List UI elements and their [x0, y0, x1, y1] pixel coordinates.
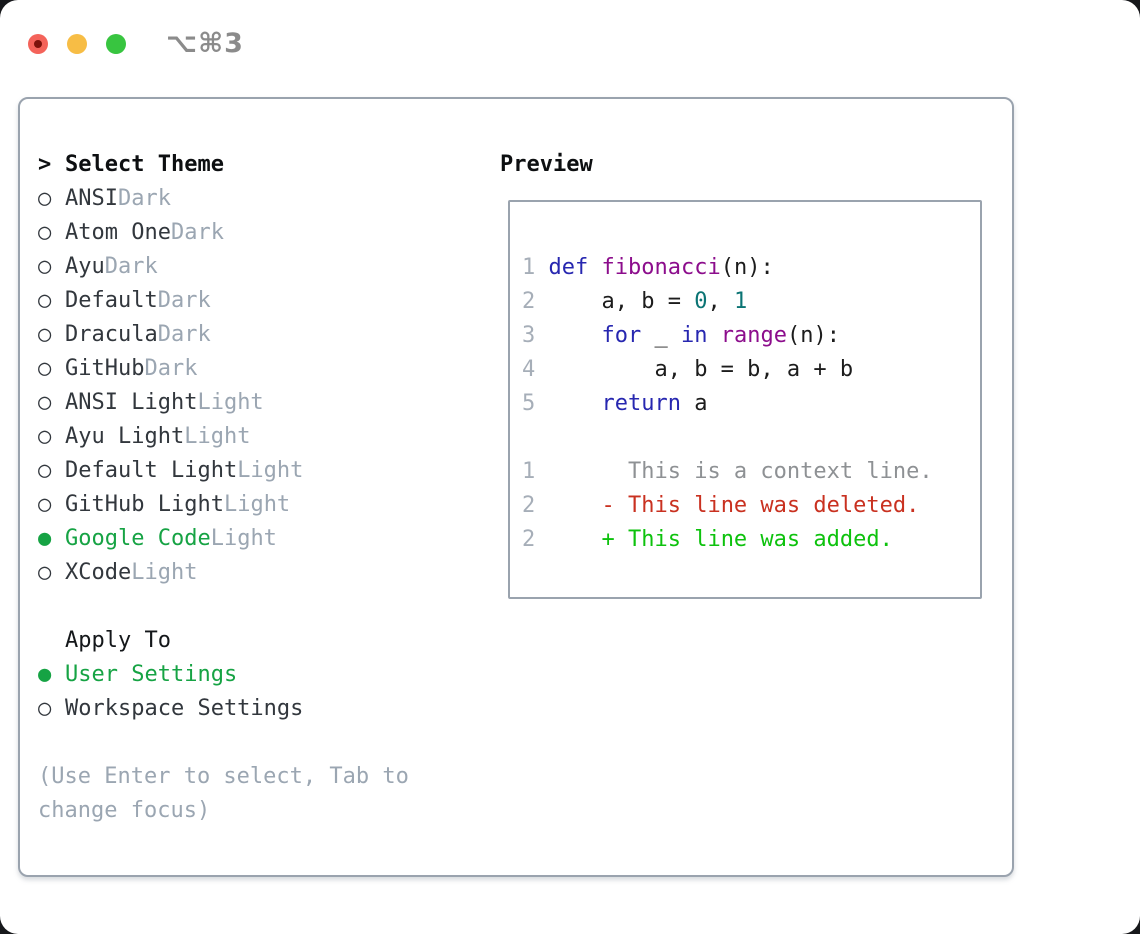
theme-variant: Light [131, 560, 198, 585]
radio-selected-icon: ● [38, 662, 52, 687]
radio-selected-icon: ● [38, 526, 52, 551]
theme-name: ANSI [65, 186, 118, 211]
theme-option-dracula-dark[interactable]: ○ DraculaDark [38, 318, 478, 352]
window-titlebar: ⌥⌘3 [28, 28, 244, 59]
code-line: 4 a, b = b, a + b [522, 357, 854, 382]
theme-name: Ayu [65, 254, 105, 279]
minimize-button[interactable] [67, 33, 87, 54]
theme-name: Dracula [65, 322, 158, 347]
hint-text-line2: change focus) [38, 798, 211, 823]
zoom-button[interactable] [106, 33, 126, 54]
theme-option-ayu-light[interactable]: ○ Ayu LightLight [38, 420, 478, 454]
radio-icon: ○ [38, 492, 52, 517]
select-theme-label: Select Theme [65, 152, 224, 177]
hotkey-label: ⌥⌘3 [166, 28, 244, 59]
theme-name: ANSI Light [65, 390, 198, 415]
theme-variant: Light [223, 492, 291, 517]
theme-option-github-light[interactable]: ○ GitHub LightLight [38, 488, 478, 522]
theme-variant: Dark [117, 186, 171, 211]
theme-name: XCode [65, 560, 132, 585]
theme-name: Ayu Light [65, 424, 185, 449]
theme-option-atom-one-dark[interactable]: ○ Atom OneDark [38, 216, 478, 250]
code-line: 5 return a [522, 391, 708, 416]
theme-option-github-dark[interactable]: ○ GitHubDark [38, 352, 478, 386]
theme-variant: Dark [104, 254, 158, 279]
theme-variant: Light [184, 424, 251, 449]
diff-deleted-line: 2 - This line was deleted. [522, 493, 920, 518]
apply-option-label: Workspace Settings [65, 696, 304, 721]
theme-variant: Light [210, 526, 277, 551]
code-line: 2 a, b = 0, 1 [522, 289, 748, 314]
apply-option-label: User Settings [65, 662, 238, 687]
radio-icon: ○ [38, 424, 52, 449]
theme-name: Google Code [65, 526, 211, 551]
theme-option-google-code-light[interactable]: ● Google CodeLight [38, 522, 478, 556]
preview-pane: 1 def fibonacci(n): 2 a, b = 0, 1 3 for … [508, 200, 982, 599]
radio-icon: ○ [38, 322, 52, 347]
theme-name: GitHub Light [65, 492, 224, 517]
radio-icon: ○ [38, 186, 52, 211]
radio-icon: ○ [38, 390, 52, 415]
theme-option-xcode-light[interactable]: ○ XCodeLight [38, 556, 478, 590]
theme-variant: Light [237, 458, 304, 483]
theme-option-ansi-dark[interactable]: ○ ANSIDark [38, 182, 478, 216]
theme-name: Default [65, 288, 158, 313]
theme-variant: Dark [157, 322, 211, 347]
theme-option-ansi-light[interactable]: ○ ANSI LightLight [38, 386, 478, 420]
theme-variant: Light [197, 390, 264, 415]
radio-icon: ○ [38, 560, 52, 585]
focus-caret-icon: > [38, 152, 52, 177]
theme-picker-panel: >Select Theme ○ANSIDark ○Atom OneDark ○A… [18, 97, 1014, 877]
close-button[interactable] [28, 33, 48, 54]
select-theme-header: > Select Theme [38, 148, 478, 182]
radio-icon: ○ [38, 220, 52, 245]
theme-name: Default Light [65, 458, 238, 483]
diff-context-line: 1 This is a context line. [522, 459, 933, 484]
theme-variant: Dark [157, 288, 211, 313]
theme-option-default-dark[interactable]: ○ DefaultDark [38, 284, 478, 318]
theme-variant: Dark [144, 356, 198, 381]
radio-icon: ○ [38, 288, 52, 313]
preview-heading: Preview [500, 152, 593, 177]
apply-option-user-settings[interactable]: ● User Settings [38, 658, 478, 692]
radio-icon: ○ [38, 696, 52, 721]
radio-icon: ○ [38, 356, 52, 381]
theme-option-ayu-dark[interactable]: ○ AyuDark [38, 250, 478, 284]
apply-option-workspace-settings[interactable]: ○ Workspace Settings [38, 692, 478, 726]
hint-text-line1: (Use Enter to select, Tab to [38, 764, 409, 789]
theme-variant: Dark [170, 220, 224, 245]
code-line: 1 def fibonacci(n): [522, 255, 774, 280]
theme-name: Atom One [65, 220, 171, 245]
theme-sidebar: >Select Theme ○ANSIDark ○Atom OneDark ○A… [38, 148, 478, 828]
radio-icon: ○ [38, 458, 52, 483]
apply-to-header: Apply To [65, 628, 171, 653]
theme-name: GitHub [65, 356, 145, 381]
radio-icon: ○ [38, 254, 52, 279]
theme-option-default-light[interactable]: ○ Default LightLight [38, 454, 478, 488]
diff-added-line: 2 + This line was added. [522, 527, 893, 552]
code-line: 3 for _ in range(n): [522, 323, 840, 348]
